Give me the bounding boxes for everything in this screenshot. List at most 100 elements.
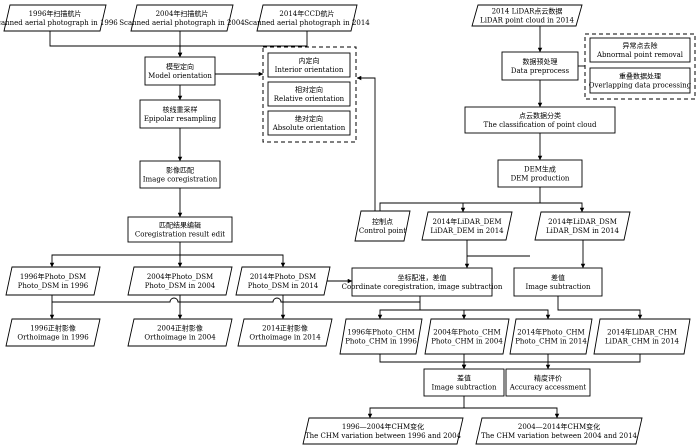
label-en: Image coregistration [143, 175, 218, 183]
parallelogram-shape [534, 211, 631, 241]
orientation-group [262, 46, 357, 143]
parallelogram-shape [424, 318, 510, 355]
label-en: Model orientation [148, 72, 212, 80]
rectangle-shape [267, 81, 351, 107]
label-zh: 2014年LiDAR_DEM [432, 217, 501, 226]
edge-dem-dsm [540, 202, 585, 213]
edge-ccd2014-model [180, 31, 308, 47]
edge-difftop-lidarchm [557, 296, 643, 320]
label-zh: DEM生成 [524, 164, 556, 173]
parallelogram-shape [593, 318, 691, 355]
label-en: The CHM variation between 1996 and 2004 [305, 432, 462, 440]
label-en: Photo_DSM in 2014 [248, 282, 319, 290]
label-en: Coregistration result edit [135, 230, 225, 238]
parallelogram-shape [5, 318, 101, 347]
edge-dem-split [460, 187, 541, 213]
label-zh: 影像匹配 [166, 165, 194, 174]
label-en: Image subtraction [431, 383, 497, 391]
parallelogram-shape [130, 4, 234, 32]
rectangle-shape [589, 37, 691, 63]
label-zh: 2014年CCD航片 [279, 9, 334, 18]
preprocess-options-group [584, 33, 696, 100]
label-en: Photo_CHM in 2004 [431, 337, 503, 345]
label-en: LiDAR point cloud in 2014 [480, 16, 574, 24]
label-en: Photo_DSM in 1996 [18, 282, 89, 290]
label-zh: 2004—2014年CHM变化 [518, 422, 600, 431]
edge-coord-chm2004 [420, 309, 467, 320]
label-zh: 数据预处理 [523, 57, 558, 66]
rectangle-shape [351, 267, 493, 297]
rectangle-shape [139, 99, 221, 129]
label-en: Scanned aerial photograph in 2004 [119, 19, 245, 27]
rectangle-shape [144, 56, 216, 86]
label-zh: 控制点 [372, 217, 393, 226]
label-en: Control point [359, 227, 406, 235]
label-zh: 2004年Photo_CHM [433, 327, 500, 336]
label-zh: 2014 LiDAR点云数据 [492, 6, 563, 15]
label-zh: 2014正射影像 [262, 323, 308, 332]
edge-scan1996-model [49, 31, 183, 58]
label-en: DEM production [511, 174, 570, 182]
parallelogram-shape [471, 4, 583, 27]
rectangle-shape [423, 368, 505, 397]
label-en: LiDAR_DSM in 2014 [546, 227, 619, 235]
label-zh: 匹配结果编辑 [159, 220, 201, 229]
label-zh: 差值 [551, 273, 565, 282]
label-zh: 2004年Photo_DSM [147, 272, 213, 281]
edge-chm2014-diffbottom [464, 354, 549, 363]
label-zh: 2004年扫描航片 [156, 9, 209, 18]
label-en: Scanned aerial photograph in 2014 [244, 19, 370, 27]
edge-lidarchm-accuracy [548, 354, 641, 363]
label-zh: 核线重采样 [163, 105, 198, 114]
label-zh: 2014年Photo_CHM [517, 327, 584, 336]
parallelogram-shape [127, 318, 233, 347]
label-en: Accuracy accessment [509, 383, 587, 391]
rectangle-shape [505, 368, 591, 397]
parallelogram-shape [339, 318, 423, 355]
label-en: Data preprocess [511, 67, 570, 75]
label-zh: 相对定向 [295, 85, 323, 94]
label-zh: 2014年Photo_DSM [250, 272, 316, 281]
parallelogram-shape [256, 4, 358, 32]
edge-edit-dsm2014 [180, 254, 286, 268]
label-en: Photo_DSM in 2004 [145, 282, 216, 290]
label-en: Scanned aerial photograph in 1996 [0, 19, 118, 27]
label-zh: 1996年扫描航片 [29, 9, 82, 18]
label-en: Absolute orientation [272, 124, 346, 132]
label-zh: 2004正射影像 [157, 323, 203, 332]
label-en: Epipolar resampling [144, 115, 217, 123]
parallelogram-shape [127, 266, 233, 296]
label-en: Orthoimage in 2014 [249, 333, 321, 341]
label-en: Image subtraction [525, 283, 591, 291]
label-en: Orthoimage in 1996 [17, 333, 89, 341]
rectangle-shape [513, 267, 603, 297]
edge-coord-chms [377, 296, 421, 320]
label-zh: 1996正射影像 [30, 323, 76, 332]
label-en: Relative orientation [274, 95, 345, 103]
edge-edit-distribution [49, 242, 181, 268]
label-en: Orthoimage in 2004 [144, 333, 216, 341]
